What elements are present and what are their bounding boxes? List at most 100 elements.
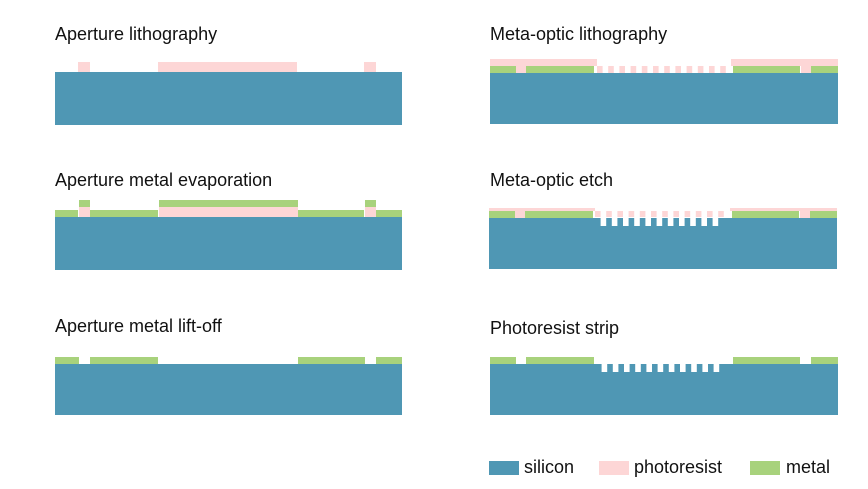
photoresist-layer [490,59,597,66]
etched-trench [713,364,720,372]
etched-trench [600,218,607,226]
metal-cap [365,200,376,207]
photoresist-block [158,62,297,72]
photoresist-grating [641,66,648,73]
photoresist-grating [595,211,601,217]
panel-title-meta-optic-lithography: Meta-optic lithography [490,24,668,44]
panel-meta-optic-etch [489,208,837,269]
metal-pad [489,211,515,218]
panel-meta-optic-lithography [490,59,838,124]
photoresist-grating [662,211,668,217]
etched-trench [611,218,618,226]
photoresist-layer [731,59,838,66]
silicon-substrate [55,72,402,125]
metal-pad [810,211,837,218]
photoresist-grating [617,211,623,217]
photoresist-fill [516,66,526,73]
metal-pad [490,357,516,364]
metal-pad [733,357,800,364]
metal-pad [298,357,365,364]
photoresist-grating [695,211,702,217]
metal-cap [79,200,90,207]
photoresist-grating [639,211,646,217]
metal-pad [811,357,838,364]
panel-aperture-metal-lift-off [55,357,402,415]
panel-title-meta-optic-etch: Meta-optic etch [490,170,614,190]
legend-label-photoresist: photoresist [634,457,723,477]
photoresist-grating [628,211,635,217]
metal-pad [376,357,402,364]
metal-pad [811,66,838,73]
panel-title-aperture-lithography: Aperture lithography [55,24,218,44]
photoresist-grating [709,66,715,73]
etched-trench [656,218,663,226]
photoresist-layer [730,208,837,211]
etched-trench [702,364,708,372]
photoresist-grating [597,66,603,73]
photoresist-block [78,62,90,72]
legend-swatch-silicon [489,461,519,475]
etched-trench [691,364,697,372]
photoresist-grating [653,66,659,73]
panel-title-aperture-metal-evaporation: Aperture metal evaporation [55,170,273,190]
etched-trench [657,364,664,372]
photoresist-grating [720,66,726,73]
panel-aperture-metal-evaporation [55,200,402,270]
photoresist-grating [686,66,693,73]
photoresist-block [159,207,298,217]
etched-trench [612,364,619,372]
etched-trench [679,218,685,226]
etched-trench [635,364,641,372]
metal-pad [490,66,516,73]
photoresist-grating [608,66,614,73]
metal-cap [159,200,298,207]
metal-layer [55,210,78,217]
photoresist-grating [684,211,691,217]
photoresist-block [365,207,376,217]
silicon-substrate [490,364,838,415]
legend-label-silicon: silicon [524,457,575,477]
photoresist-grating [697,66,704,73]
etched-trench [601,364,608,372]
photoresist-grating [718,211,724,217]
metal-layer [297,210,364,217]
panel-aperture-lithography [55,62,402,125]
etched-trench [668,364,675,372]
photoresist-grating [675,66,681,73]
metal-pad [55,357,79,364]
photoresist-grating [630,66,637,73]
etched-trench [667,218,674,226]
etched-trench [701,218,707,226]
photoresist-grating [651,211,657,217]
photoresist-grating [664,66,670,73]
etched-trench [690,218,696,226]
panel-title-aperture-metal-lift-off: Aperture metal lift-off [55,316,222,336]
photoresist-grating [606,211,612,217]
silicon-substrate [489,218,837,269]
photoresist-fill [800,211,810,218]
silicon-substrate [490,73,838,124]
metal-pad [525,211,593,218]
photoresist-layer [489,208,595,211]
photoresist-grating [673,211,679,217]
legend-swatch-photoresist [599,461,629,475]
etched-trench [623,218,629,226]
metal-pad [732,211,799,218]
metal-pad [733,66,800,73]
etched-trench [634,218,640,226]
photoresist-fill [515,211,525,218]
silicon-substrate [55,217,402,270]
metal-pad [90,357,158,364]
etched-trench [624,364,630,372]
panel-title-photoresist-strip: Photoresist strip [490,318,620,338]
etched-trench [646,364,652,372]
photoresist-fill [801,66,811,73]
photoresist-grating [707,211,713,217]
etched-trench [645,218,651,226]
metal-layer [90,210,158,217]
photoresist-block [364,62,376,72]
metal-layer [376,210,402,217]
legend-swatch-metal [750,461,780,475]
photoresist-block [79,207,90,217]
